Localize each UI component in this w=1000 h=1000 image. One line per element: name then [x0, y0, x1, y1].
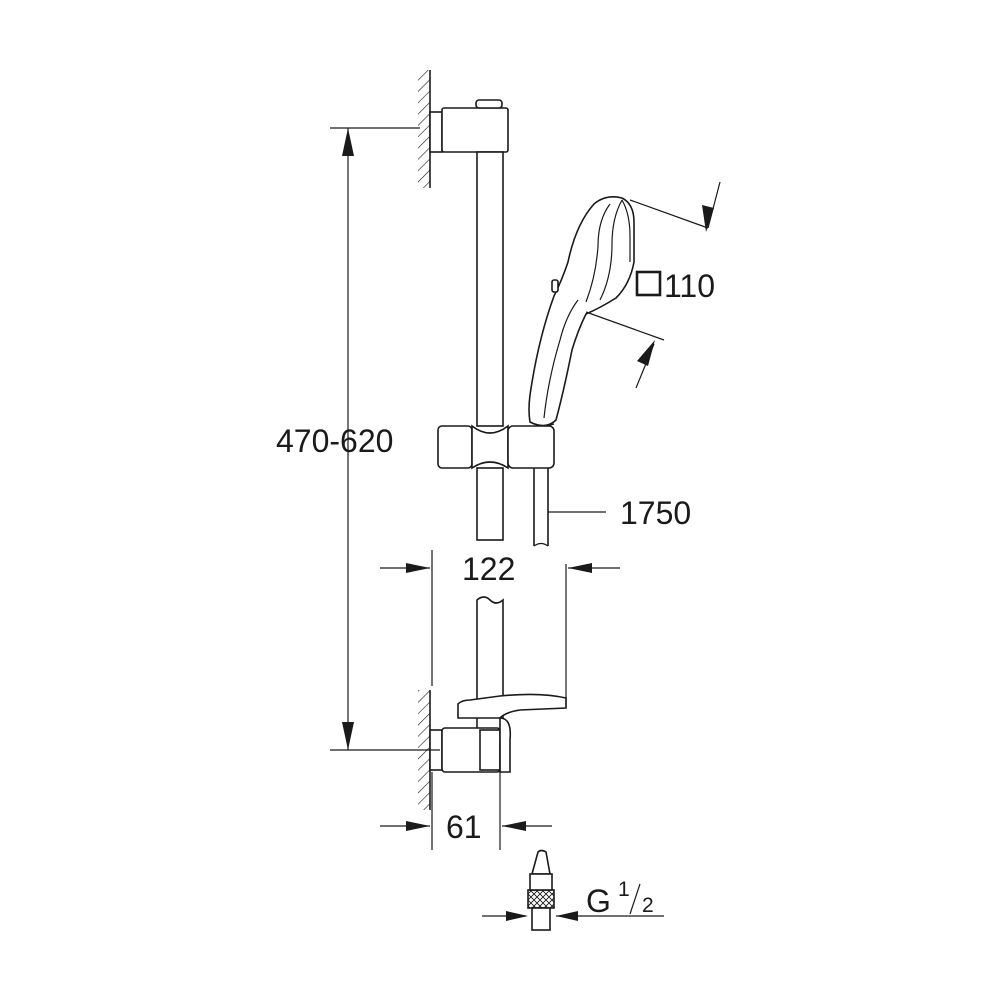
lower-wall-bracket [429, 693, 567, 773]
shower-head-size-label: 110 [664, 268, 715, 304]
thread-fraction-numerator: 1 [618, 878, 630, 901]
thread-fraction-slash [629, 883, 641, 915]
hand-shower [528, 196, 635, 427]
projection-label: 122 [462, 551, 515, 587]
thread-type-label: G [586, 883, 611, 919]
thread-dimension [482, 911, 664, 921]
square-size-icon [635, 270, 662, 297]
upper-wall-bracket [429, 99, 509, 153]
height-range-label: 470-620 [276, 423, 393, 459]
projection-dimension [380, 550, 620, 706]
hose-length-label: 1750 [620, 495, 691, 531]
slider-holder [437, 424, 555, 470]
shower-head-size-dimension [585, 181, 721, 389]
shower-hose [533, 468, 549, 547]
wall-offset-label: 61 [446, 809, 482, 845]
thread-fraction-denominator: 2 [642, 894, 654, 917]
hose-connector [527, 849, 555, 931]
height-dimension [330, 127, 440, 751]
upper-wall [418, 70, 431, 188]
wall-offset-dimension [380, 740, 552, 850]
shower-rail-upper [476, 151, 504, 541]
